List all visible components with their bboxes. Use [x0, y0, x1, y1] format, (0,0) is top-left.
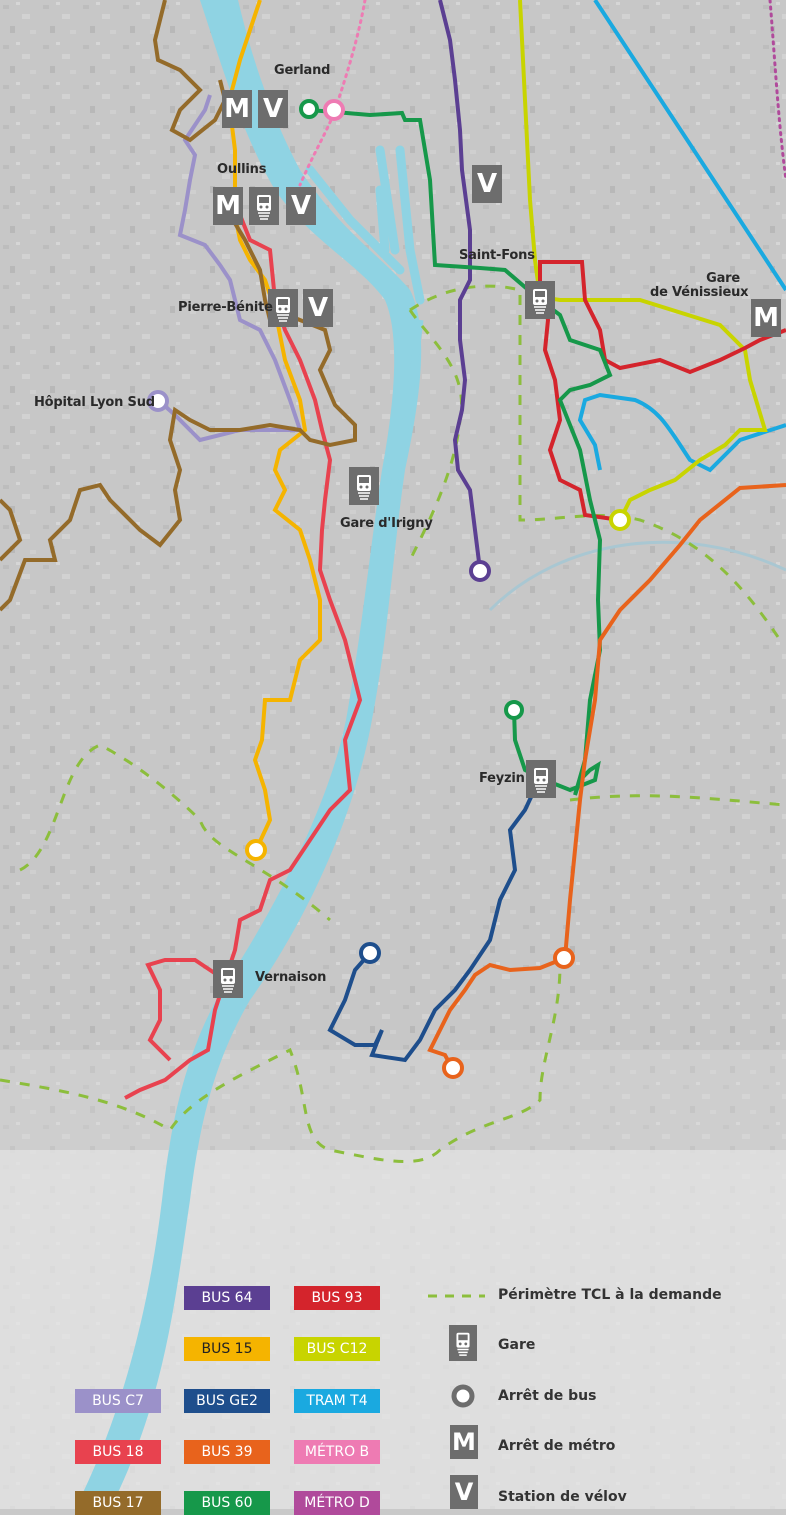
bus-stops	[147, 99, 631, 1079]
river	[75, 0, 422, 1509]
train-station-icon	[526, 760, 556, 798]
place-label-oullins: Oullins	[217, 162, 267, 177]
bus-stop-c12	[609, 509, 631, 531]
legend-label-arret-metro: Arrêt de métro	[498, 1438, 616, 1454]
legend-label-arret-bus: Arrêt de bus	[498, 1388, 597, 1404]
bus-stop-64	[469, 560, 491, 582]
place-label-gare-irigny: Gare d'Irigny	[340, 516, 433, 531]
legend-badge-tram-t4: TRAM T4	[294, 1389, 380, 1413]
legend-badge-bus-15: BUS 15	[184, 1337, 270, 1361]
legend-badge-bus-17: BUS 17	[75, 1491, 161, 1515]
line-bus-93	[538, 260, 786, 522]
bus-stop-gerland-60	[299, 99, 319, 119]
line-bus-39	[427, 483, 786, 1069]
legend-badge-bus-18: BUS 18	[75, 1440, 161, 1464]
line-bus-ge2	[327, 777, 542, 1063]
bus-stop-60	[504, 700, 524, 720]
place-label-vernaison: Vernaison	[255, 970, 327, 985]
legend-label-gare: Gare	[498, 1337, 536, 1353]
legend-badge-bus-64: BUS 64	[184, 1286, 270, 1310]
line-tram-t4	[577, 0, 786, 473]
bus-stop-hopital	[147, 390, 169, 412]
velov-icon: V	[258, 90, 288, 128]
legend-gare-icon	[449, 1325, 477, 1361]
velov-icon: V	[303, 289, 333, 327]
metro-icon: M	[213, 187, 243, 225]
bus-stop-39b	[442, 1057, 464, 1079]
line-bus-18	[124, 214, 363, 1100]
place-label-saint-fons: Saint-Fons	[459, 248, 535, 263]
railway	[488, 540, 786, 612]
legend-badge-bus-c7: BUS C7	[75, 1389, 161, 1413]
legend-badge-metro-d: MÉTRO D	[294, 1491, 380, 1515]
line-bus-64	[438, 0, 482, 571]
legend-badge-bus-93: BUS 93	[294, 1286, 380, 1310]
legend-badge-metro-b: MÉTRO B	[294, 1440, 380, 1464]
legend-badge-bus-60: BUS 60	[184, 1491, 270, 1515]
train-station-icon	[249, 187, 279, 225]
legend-label-station-velov: Station de vélov	[498, 1489, 627, 1505]
line-bus-60	[307, 108, 613, 796]
legend-badge-bus-c12: BUS C12	[294, 1337, 380, 1361]
velov-icon: V	[286, 187, 316, 225]
line-metro-d	[768, 0, 786, 182]
background-fade-soft	[0, 1050, 786, 1170]
place-label-gerland: Gerland	[274, 63, 331, 78]
place-label-gare-venissieux: Gare de Vénissieux	[650, 271, 749, 300]
legend-velov-icon: V	[450, 1475, 478, 1509]
place-label-hopital-lyon-sud: Hôpital Lyon Sud	[34, 395, 155, 410]
river-canal	[381, 319, 424, 522]
legend-badge-bus-39: BUS 39	[184, 1440, 270, 1464]
train-station-icon	[349, 467, 379, 505]
place-label-pierre-benite: Pierre-Bénite	[178, 300, 273, 315]
velov-icon: V	[472, 165, 502, 203]
bus-stop-15	[245, 839, 267, 861]
river-port	[305, 145, 425, 305]
legend-badge-bus-ge2: BUS GE2	[184, 1389, 270, 1413]
bus-stop-gerland-metro-b	[323, 99, 345, 121]
legend-metro-icon: M	[450, 1425, 478, 1459]
bus-stop-ge2	[359, 942, 381, 964]
bus-stop-39a	[553, 947, 575, 969]
legend-label-perimetre: Périmètre TCL à la demande	[498, 1287, 722, 1303]
legend-bus-stop-icon	[451, 1384, 475, 1408]
line-bus-c12	[518, 0, 768, 521]
train-station-icon	[525, 281, 555, 319]
metro-icon: M	[222, 90, 252, 128]
train-station-icon	[268, 289, 298, 327]
train-station-icon	[213, 960, 243, 998]
place-label-feyzin: Feyzin	[479, 771, 525, 786]
metro-icon: M	[751, 299, 781, 337]
